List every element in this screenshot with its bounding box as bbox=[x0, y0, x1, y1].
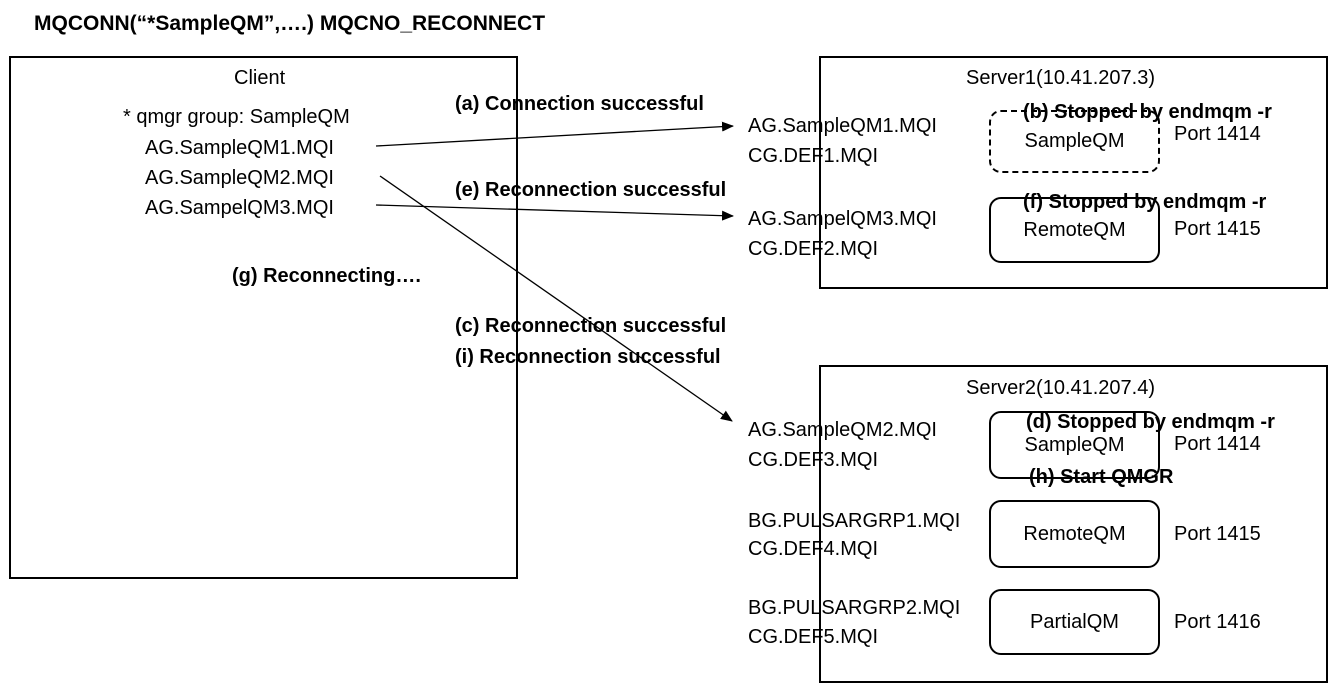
annotation-b: (b) Stopped by endmqm -r bbox=[1023, 101, 1272, 123]
server2-ag-3: BG.PULSARGRP2.MQI bbox=[748, 597, 961, 619]
server1-label: Server1(10.41.207.3) bbox=[966, 67, 1156, 89]
arrow-qm2-to-server2 bbox=[379, 175, 733, 422]
server2-box bbox=[819, 365, 1328, 683]
client-box bbox=[9, 56, 518, 579]
server1-port-2: Port 1415 bbox=[1174, 218, 1261, 240]
qm-label: SampleQM bbox=[1024, 433, 1125, 456]
server2-port-1: Port 1414 bbox=[1174, 433, 1261, 455]
annotation-d: (d) Stopped by endmqm -r bbox=[1026, 411, 1275, 433]
server1-ag-1: AG.SampleQM1.MQI bbox=[748, 115, 937, 137]
server2-ag-2: BG.PULSARGRP1.MQI bbox=[748, 510, 961, 532]
server1-box bbox=[819, 56, 1328, 289]
server1-ag-2: AG.SampelQM3.MQI bbox=[748, 208, 937, 230]
server2-cg-2: CG.DEF4.MQI bbox=[748, 538, 879, 560]
server1-cg-2: CG.DEF2.MQI bbox=[748, 238, 879, 260]
diagram-title: MQCONN(“*SampleQM”,….) MQCNO_RECONNECT bbox=[34, 12, 546, 35]
annotation-g: (g) Reconnecting…. bbox=[232, 265, 421, 287]
server2-qm-sampleqm: SampleQM bbox=[989, 411, 1160, 479]
annotation-h: (h) Start QMGR bbox=[1029, 466, 1174, 488]
annotation-a: (a) Connection successful bbox=[455, 93, 704, 115]
server2-cg-3: CG.DEF5.MQI bbox=[748, 626, 879, 648]
annotation-c: (c) Reconnection successful bbox=[455, 315, 727, 337]
qm-label: PartialQM bbox=[1030, 610, 1119, 633]
server1-port-1: Port 1414 bbox=[1174, 123, 1261, 145]
arrow-qm3-to-server1 bbox=[375, 204, 734, 221]
server1-qm-sampleqm: SampleQM bbox=[989, 110, 1160, 173]
server2-port-2: Port 1415 bbox=[1174, 523, 1261, 545]
server1-qm-remoteqm: RemoteQM bbox=[989, 197, 1160, 263]
annotation-f: (f) Stopped by endmqm -r bbox=[1023, 191, 1267, 213]
qm-label: RemoteQM bbox=[1023, 522, 1126, 545]
server2-qm-remoteqm: RemoteQM bbox=[989, 500, 1160, 568]
client-group-line: * qmgr group: SampleQM bbox=[123, 106, 350, 128]
client-entry-2: AG.SampleQM2.MQI bbox=[145, 167, 334, 189]
annotation-i: (i) Reconnection successful bbox=[455, 346, 721, 368]
qm-label: SampleQM bbox=[1024, 130, 1125, 152]
server2-qm-partialqm: PartialQM bbox=[989, 589, 1160, 655]
server2-cg-1: CG.DEF3.MQI bbox=[748, 449, 879, 471]
client-label: Client bbox=[234, 67, 286, 89]
server1-cg-1: CG.DEF1.MQI bbox=[748, 145, 879, 167]
arrow-qm1-to-server1 bbox=[375, 121, 734, 147]
annotation-e: (e) Reconnection successful bbox=[455, 179, 727, 201]
server2-label: Server2(10.41.207.4) bbox=[966, 377, 1156, 399]
qm-label: RemoteQM bbox=[1023, 218, 1126, 241]
client-entry-1: AG.SampleQM1.MQI bbox=[145, 137, 334, 159]
server2-ag-1: AG.SampleQM2.MQI bbox=[748, 419, 937, 441]
client-entry-3: AG.SampelQM3.MQI bbox=[145, 197, 334, 219]
server2-port-3: Port 1416 bbox=[1174, 611, 1261, 633]
